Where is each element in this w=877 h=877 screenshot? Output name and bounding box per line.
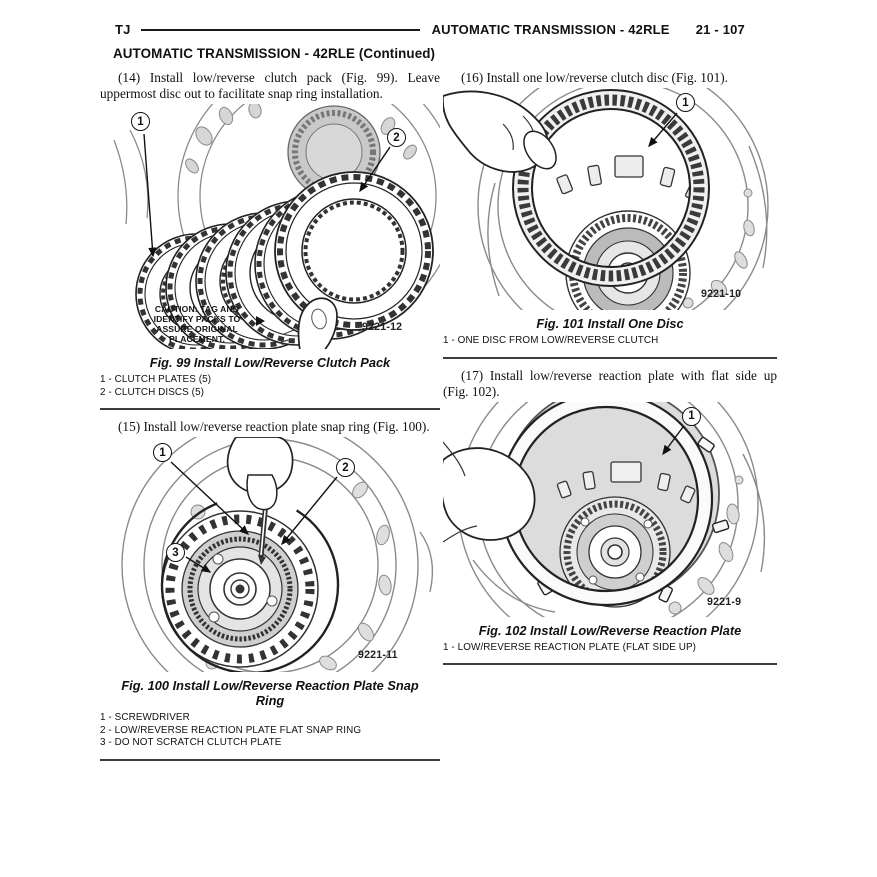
page-header: TJ AUTOMATIC TRANSMISSION - 42RLE 21 - 1… (100, 22, 780, 37)
fig99-caution-text: CAUTION: TAG AND IDENTIFY PACKS TO ASSUR… (153, 304, 241, 344)
legend-item: 3 - DO NOT SCRATCH CLUTCH PLATE (100, 737, 282, 748)
section-divider (443, 663, 777, 665)
figure-101-drawing (443, 88, 769, 310)
figure-100: 1 2 3 9221-11 (100, 437, 440, 672)
fig102-image-id: 9221-9 (707, 595, 742, 608)
legend-item: 1 - ONE DISC FROM LOW/REVERSE CLUTCH (443, 335, 659, 346)
left-column: (14) Install low/reverse clutch pack (Fi… (100, 70, 440, 761)
fig99-caption: Fig. 99 Install Low/Reverse Clutch Pack (149, 355, 391, 370)
legend-item: 1 - SCREWDRIVER (100, 712, 190, 723)
header-title: AUTOMATIC TRANSMISSION - 42RLE (431, 22, 670, 37)
legend-item: 2 - CLUTCH DISCS (5) (100, 386, 205, 398)
step-14-text: (14) Install low/reverse clutch pack (Fi… (100, 70, 440, 101)
figure-101: 1 9221-10 (443, 88, 777, 310)
fig101-callout-1: 1 (676, 93, 695, 112)
fig100-caption: Fig. 100 Install Low/Reverse Reaction Pl… (121, 678, 419, 708)
fig100-callout-3: 3 (166, 543, 185, 562)
fig102-caption: Fig. 102 Install Low/Reverse Reaction Pl… (478, 622, 742, 638)
legend-item: 1 - CLUTCH PLATES (5) (100, 374, 212, 385)
fig102-callout-1: 1 (682, 406, 701, 426)
legend-item: 1 - LOW/REVERSE REACTION PLATE (FLAT SID… (443, 641, 697, 653)
section-title: AUTOMATIC TRANSMISSION - 42RLE (Continue… (113, 46, 436, 61)
figure-100-drawing (121, 437, 434, 672)
section-divider (100, 408, 440, 410)
fig100-callout-2: 2 (336, 458, 355, 477)
caution-arrow-icon (256, 316, 265, 326)
fig102-legend: 1 - LOW/REVERSE REACTION PLATE (FLAT SID… (443, 642, 777, 655)
section-divider (443, 356, 777, 359)
fig101-image-id: 9221-10 (701, 288, 742, 300)
section-divider (100, 758, 440, 761)
fig100-image-id: 9221-11 (358, 649, 398, 661)
step-16-text: (16) Install one low/reverse clutch disc… (461, 70, 728, 85)
header-rule (140, 28, 420, 31)
fig99-legend: 1 - CLUTCH PLATES (5) 2 - CLUTCH DISCS (… (100, 374, 440, 399)
right-column: (16) Install one low/reverse clutch disc… (443, 70, 777, 665)
step-17-text: (17) Install low/reverse reaction plate … (443, 367, 777, 399)
fig99-callout-2: 2 (387, 128, 406, 147)
figure-99-drawing (113, 104, 440, 349)
fig101-legend: 1 - ONE DISC FROM LOW/REVERSE CLUTCH (443, 335, 777, 348)
fig100-legend: 1 - SCREWDRIVER 2 - LOW/REVERSE REACTION… (100, 712, 440, 750)
step-15-text: (15) Install low/reverse reaction plate … (118, 419, 430, 434)
header-page-number: 21 - 107 (695, 22, 745, 37)
figure-102: 1 9221-9 (443, 401, 777, 617)
legend-item: 2 - LOW/REVERSE REACTION PLATE FLAT SNAP… (100, 724, 362, 736)
fig101-caption: Fig. 101 Install One Disc (536, 316, 684, 331)
figure-102-drawing (443, 401, 766, 617)
figure-99: 1 2 CAUTION: TAG AND IDENTIFY PACKS TO A… (100, 104, 440, 349)
fig99-callout-1: 1 (131, 112, 150, 131)
fig99-image-id: 9221-12 (362, 321, 403, 333)
header-model-code: TJ (115, 22, 131, 37)
fig100-callout-1: 1 (153, 443, 172, 462)
